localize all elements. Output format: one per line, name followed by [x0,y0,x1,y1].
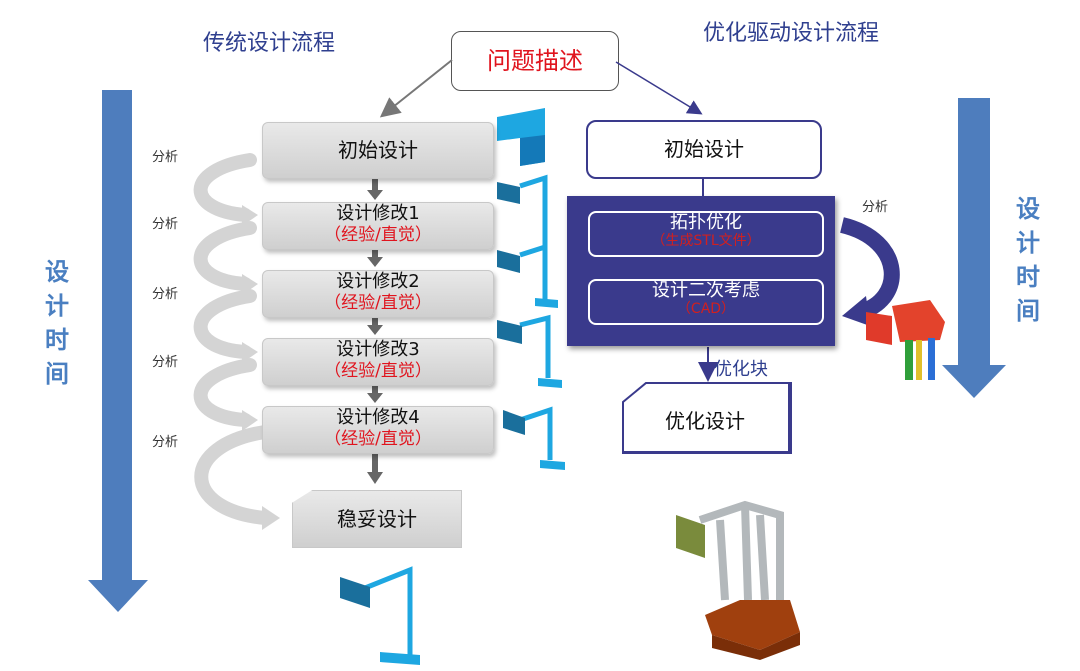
optimized-final-label: 优化设计 [665,409,745,433]
optimized-design-model [676,500,800,660]
analysis-label: 分析 [152,287,179,302]
problem-box: 问题描述 [451,31,619,91]
secondary-design-box: 设计二次考虑 （CAD） [588,279,824,325]
right-time-arrow [942,98,1006,398]
optimization-block-panel [567,196,835,346]
traditional-final-box: 稳妥设计 [292,490,462,548]
traditional-mod-box: 设计修改4 （经验/直觉） [262,406,494,454]
analysis-label: 分析 [152,355,179,370]
analysis-label: 分析 [152,150,179,165]
left-time-arrow [88,90,148,612]
traditional-mod-box: 设计修改1 （经验/直觉） [262,202,494,250]
traditional-flow-title: 传统设计流程 [203,31,336,56]
optimized-flow-title: 优化驱动设计流程 [703,21,880,46]
analysis-label: 分析 [152,217,179,232]
cad-models-mods [359,174,553,660]
cad-model-initial [497,108,545,166]
optimization-block-label: 优化块 [714,359,768,380]
traditional-mod-box: 设计修改2 （经验/直觉） [262,270,494,318]
topology-result-model [866,300,945,380]
optimized-initial-box: 初始设计 [586,120,822,179]
traditional-initial-box: 初始设计 [262,122,494,179]
analysis-label: 分析 [152,435,179,450]
left-time-label: 设 计 时 间 [45,258,69,388]
traditional-mod-box: 设计修改3 （经验/直觉） [262,338,494,386]
right-time-label: 设 计 时 间 [1016,195,1040,325]
analysis-label: 分析 [862,200,889,215]
topology-optimization-box: 拓扑优化 （生成STL文件） [588,211,824,257]
